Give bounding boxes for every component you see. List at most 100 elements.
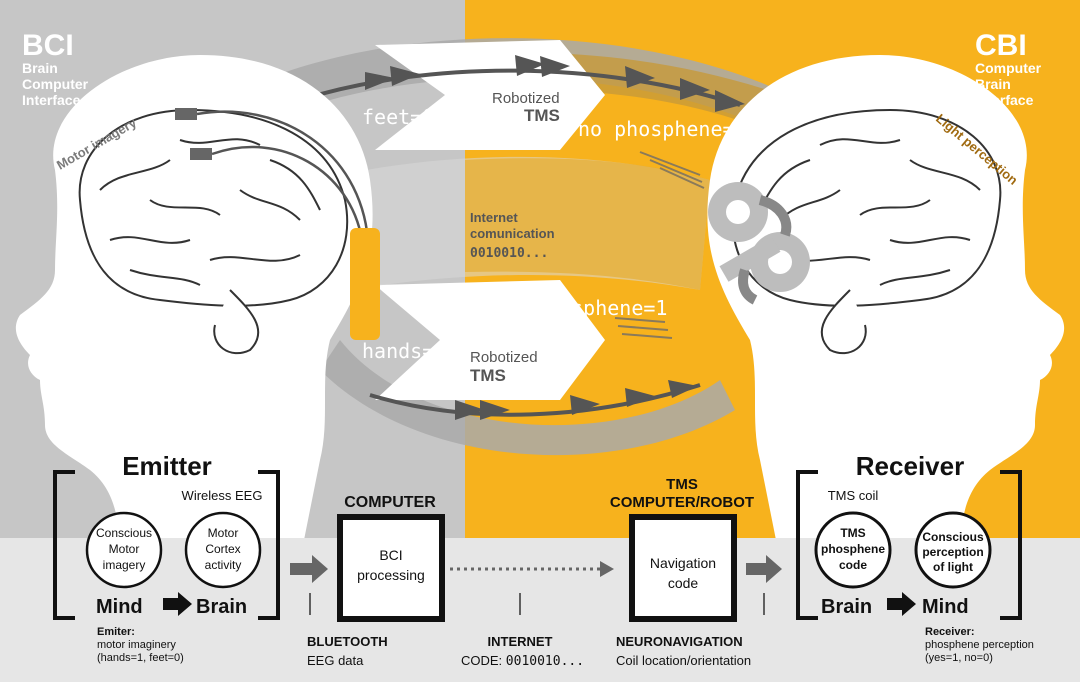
phosphene-label: phosphene=1	[535, 296, 667, 320]
arrowhead	[625, 388, 655, 407]
receiver-title: Receiver	[856, 451, 964, 481]
bci-line2: Computer	[22, 76, 89, 92]
receiver-note-title: Receiver:	[925, 626, 975, 638]
emitter-c2-l1: Motor	[208, 526, 239, 540]
hands-label: hands=1	[362, 339, 446, 363]
mind-to-brain-arrow-icon	[163, 592, 192, 616]
conscious-perception-node	[914, 511, 992, 589]
receiver-c2-l1: Conscious	[922, 530, 984, 544]
arrowhead	[715, 90, 745, 112]
computer-box-l2: processing	[357, 567, 425, 583]
comunication-label: comunication	[470, 226, 555, 241]
flow-arrow-icon	[600, 561, 614, 577]
cbi-line1: Computer	[975, 60, 1042, 76]
bluetooth-title: BLUETOOTH	[307, 634, 388, 649]
no-phosphene-label: no phosphene=0	[578, 117, 747, 141]
internet-code-value: 0010010...	[506, 654, 584, 669]
emitter-title: Emitter	[122, 451, 212, 481]
wireless-eeg-label: Wireless EEG	[182, 488, 263, 503]
robotized-bottom-label: Robotized	[470, 349, 538, 366]
flow-arrow-icon	[290, 555, 328, 583]
lower-arrow-line	[369, 383, 701, 417]
arrowhead	[390, 66, 420, 86]
receiver-mind-label: Mind	[922, 596, 969, 618]
center-band-orange	[465, 158, 710, 290]
emitter-bracket-left	[53, 470, 75, 620]
arrowhead	[570, 395, 600, 415]
flow-arrow-icon	[746, 555, 782, 583]
cbi-line3: Interface	[975, 92, 1034, 108]
navigation-code-box	[629, 514, 737, 622]
bluetooth-sub: EEG data	[307, 653, 364, 668]
eeg-headset-icon	[350, 228, 380, 340]
arrowhead	[625, 66, 655, 88]
motion-lines	[614, 151, 705, 339]
receiver-note-line1: phosphene perception	[925, 639, 1034, 651]
lower-white-chevron	[375, 280, 605, 400]
feet-label: feet=0	[362, 105, 434, 129]
emitter-note-title: Emiter:	[97, 626, 135, 638]
receiver-c2-l3: of light	[933, 560, 973, 574]
robotized-top-label: Robotized	[492, 90, 560, 107]
emitter-c2-l3: activity	[205, 558, 242, 572]
neuronavigation-sub: Coil location/orientation	[616, 653, 751, 668]
bci-line3: Interface	[22, 92, 81, 108]
internet-label: Internet	[470, 210, 518, 225]
tms-box-l2: code	[668, 575, 699, 591]
receiver-c1-l1: TMS	[840, 526, 865, 540]
internet-code-prefix: CODE:	[461, 653, 506, 668]
receiver-bracket-left	[796, 470, 818, 620]
cbi-line2: Brain	[975, 76, 1011, 92]
tms-coil-icon	[708, 182, 810, 305]
neuronavigation-title: NEURONAVIGATION	[616, 634, 743, 649]
bci-line1: Brain	[22, 60, 58, 76]
electrode-icon	[190, 148, 212, 160]
electrode-icon	[175, 108, 197, 120]
tms-phosphene-code-node	[814, 511, 892, 589]
emitter-brain-label: Brain	[196, 596, 247, 618]
computer-title: COMPUTER	[344, 494, 436, 511]
electrode-wire	[211, 145, 364, 241]
conscious-motor-imagery-node	[85, 511, 163, 589]
arrowhead	[480, 400, 510, 420]
arrowhead	[540, 56, 570, 77]
tms-title1: TMS	[666, 476, 698, 493]
motor-cortex-activity-node	[184, 511, 262, 589]
electrode-wire	[196, 110, 370, 241]
cbi-title: CBI	[975, 29, 1027, 62]
arrowhead	[668, 380, 698, 398]
arrowhead	[455, 400, 485, 420]
internet-code-line: CODE: 0010010...	[461, 653, 584, 669]
lower-flow-band	[320, 340, 735, 456]
emitter-c1-l3: imagery	[103, 558, 146, 572]
robotized-bottom-tms: TMS	[470, 366, 506, 385]
emitter-note-line2: (hands=1, feet=0)	[97, 652, 184, 664]
emitter-c1-l1: Conscious	[96, 526, 152, 540]
emitter-c2-l2: Cortex	[205, 542, 240, 556]
receiver-brain-label: Brain	[821, 596, 872, 618]
computer-box-l1: BCI	[379, 547, 402, 563]
emitter-bracket-right	[258, 470, 280, 620]
emitter-note-line1: motor imaginery	[97, 639, 176, 651]
robotized-top-tms: TMS	[524, 106, 560, 125]
receiver-bracket-right	[1000, 470, 1022, 620]
arrowhead	[515, 55, 545, 76]
internet-code: 0010010...	[470, 246, 548, 261]
tms-box-l1: Navigation	[650, 555, 716, 571]
internet-bottom-title: INTERNET	[488, 634, 553, 649]
upper-flow-band	[230, 38, 810, 140]
tms-title2: COMPUTER/ROBOT	[610, 494, 754, 511]
emitter-c1-l2: Motor	[109, 542, 140, 556]
left-brain-icon	[78, 108, 349, 355]
arrowhead	[365, 72, 395, 90]
bci-title: BCI	[22, 29, 74, 62]
receiver-c1-l3: code	[839, 558, 867, 572]
brain-to-mind-arrow-icon	[887, 592, 916, 616]
receiver-c1-l2: phosphene	[821, 542, 885, 556]
tms-coil-label: TMS coil	[828, 488, 879, 503]
receiver-c2-l2: perception	[922, 545, 983, 559]
arrowhead	[680, 78, 710, 100]
receiver-note-line2: (yes=1, no=0)	[925, 652, 993, 664]
